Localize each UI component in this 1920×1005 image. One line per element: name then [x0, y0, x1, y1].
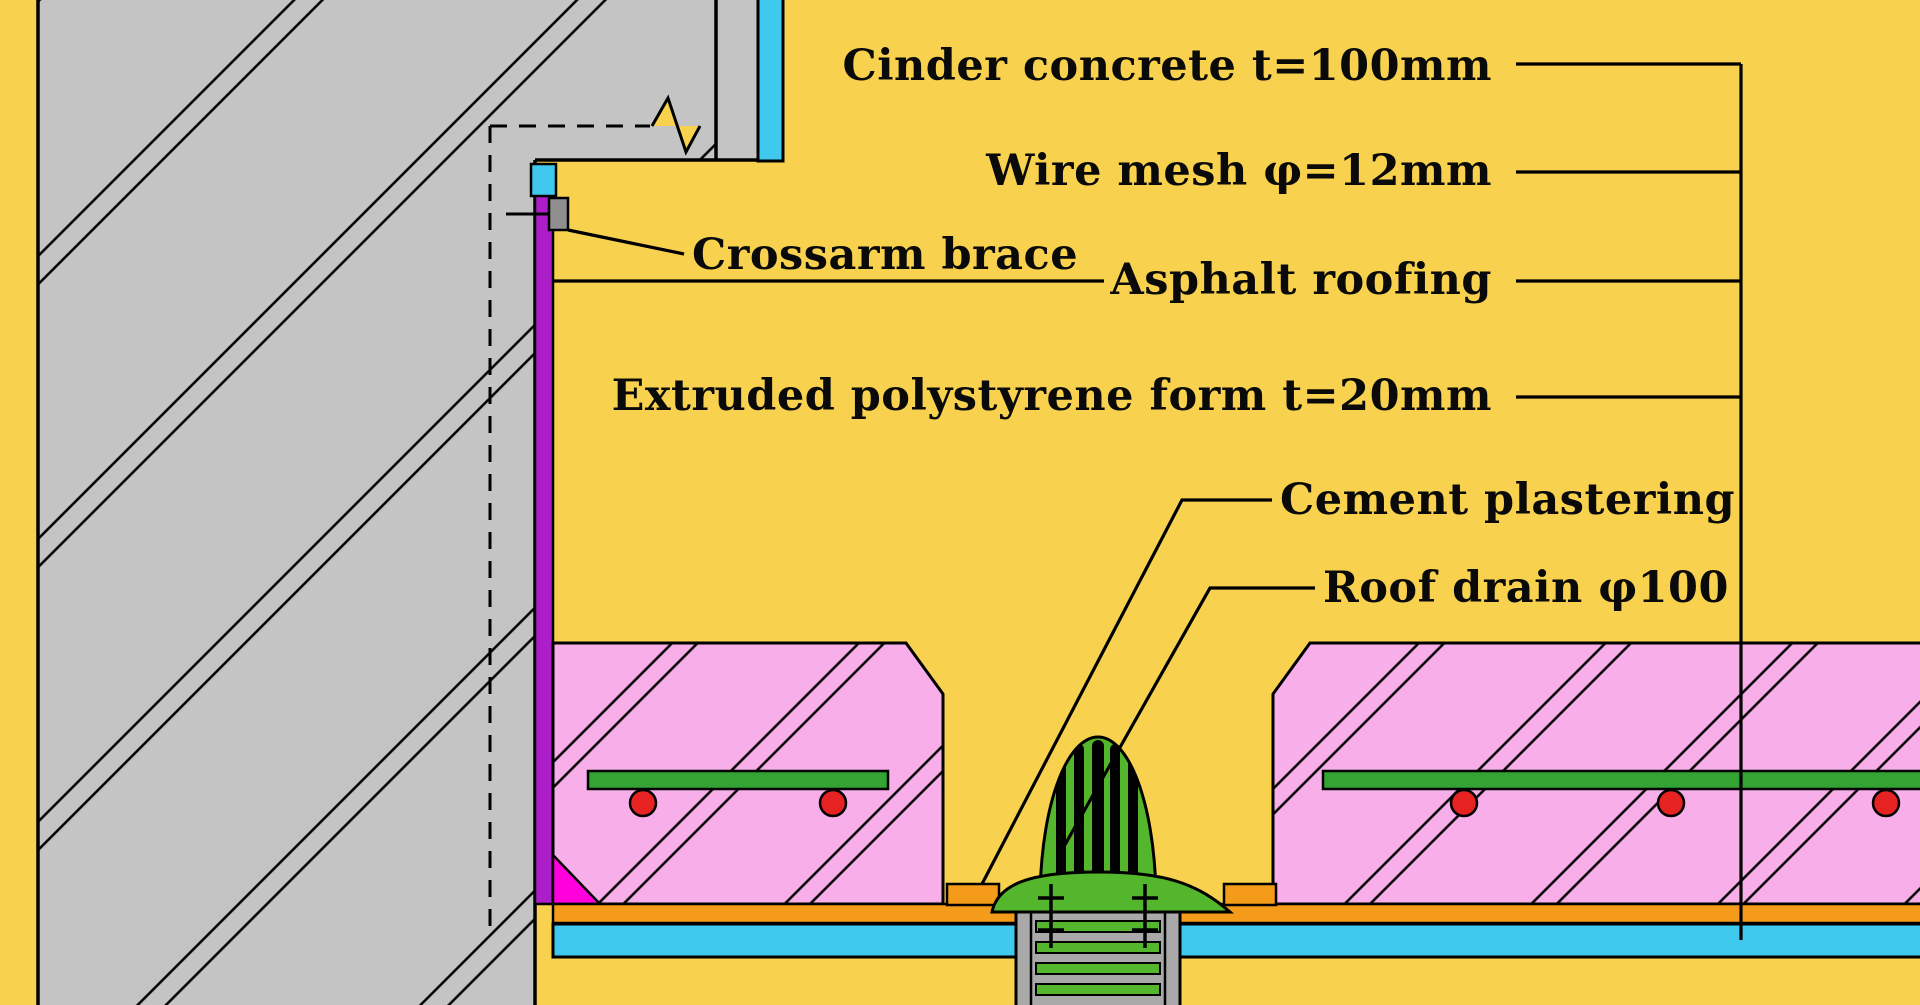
pipe-baffle-bar [1035, 983, 1161, 996]
asphalt-roofing-layer [551, 902, 1920, 925]
cement-plaster-wedge-left [945, 882, 1001, 907]
leader-crossarm-brace [567, 228, 685, 256]
break-line-symbol [650, 94, 702, 156]
drain-pipe-inner-walls [1029, 908, 1167, 1005]
pipe-baffle-bar [1035, 962, 1161, 975]
rebar-dot [1656, 788, 1686, 818]
crossarm-brace [547, 196, 570, 232]
label-crossarm-brace: Crossarm brace [692, 230, 1079, 280]
upper-wall-plaster-strip [756, 0, 785, 163]
pipe-baffle-bar [1035, 920, 1161, 933]
waterproofing-upstand [533, 169, 555, 906]
drain-bolt [1132, 884, 1158, 948]
drain-bolt [1038, 884, 1064, 948]
drain-dome-slot [1128, 756, 1138, 894]
ceiling-plaster-left [551, 922, 1018, 959]
label-roof-drain: Roof drain φ100 [1323, 563, 1729, 613]
leader-cement-plastering [980, 498, 1272, 885]
label-wire-mesh: Wire mesh φ=12mm [986, 146, 1492, 196]
label-cinder-concrete: Cinder concrete t=100mm [842, 41, 1492, 91]
rebar-dot [628, 788, 658, 818]
wire-mesh-bar-left [586, 769, 890, 791]
leader-roof-drain [1060, 586, 1315, 851]
rebar-dot [1871, 788, 1901, 818]
label-asphalt-roofing: Asphalt roofing [1110, 255, 1492, 305]
rebar-dot [1449, 788, 1479, 818]
pipe-baffle-bar [1035, 941, 1161, 954]
label-polystyrene: Extruded polystyrene form t=20mm [611, 371, 1492, 421]
label-cement-plastering: Cement plastering [1280, 475, 1736, 525]
concrete-wall-hatch [38, 0, 716, 1005]
upstand-cap [529, 162, 558, 198]
cement-plaster-wedge-right [1222, 882, 1278, 907]
ceiling-plaster-right [1178, 922, 1920, 959]
drain-dome-slot [1056, 756, 1066, 894]
drain-dome-slot [1110, 744, 1120, 894]
wall-outline [36, 0, 783, 1005]
rebar-dot [818, 788, 848, 818]
boundary-dashed-line [488, 124, 650, 928]
wire-mesh-bar-right [1321, 769, 1920, 791]
